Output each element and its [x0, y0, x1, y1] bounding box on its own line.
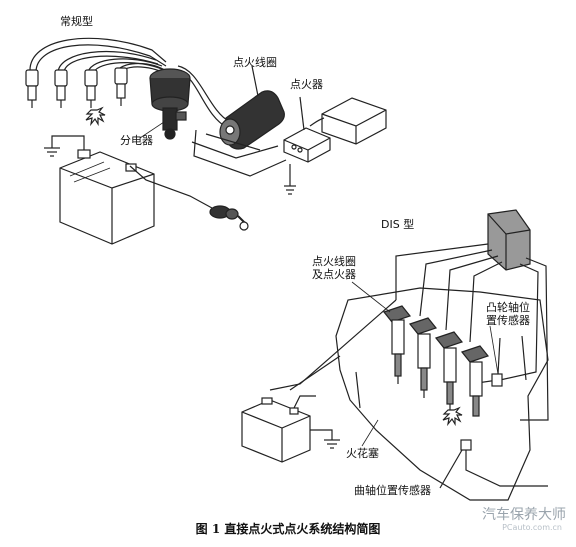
spark-burst-icon — [85, 106, 106, 127]
label-ignition-coil: 点火线圈 — [233, 56, 277, 69]
spark-burst-icon — [442, 406, 463, 427]
label-distributor: 分电器 — [120, 134, 153, 147]
watermark: 汽车保养大师 — [482, 507, 566, 523]
label-spark-plug: 火花塞 — [346, 447, 379, 460]
wiring-conventional — [129, 129, 296, 209]
battery-conventional — [59, 149, 155, 245]
label-igniter: 点火器 — [290, 78, 323, 91]
label-coil-and-igniter: 点火线圈 及点火器 — [312, 255, 356, 281]
label-cam-sensor: 凸轮轴位 置传感器 — [486, 301, 530, 327]
ignition-coil-icon — [219, 65, 285, 150]
ecu-box-dis — [487, 209, 531, 271]
battery-dis — [241, 395, 340, 463]
wiring-dis — [269, 243, 549, 487]
label-crank-sensor: 曲轴位置传感器 — [354, 484, 431, 497]
igniter-module-icon — [283, 96, 331, 163]
ignition-key-icon — [209, 205, 249, 231]
coil-on-plug-units — [382, 305, 490, 417]
distributor-icon — [149, 68, 191, 140]
label-conventional: 常规型 — [60, 15, 93, 28]
spark-plugs-conventional — [25, 67, 128, 108]
label-dis: DIS 型 — [381, 218, 415, 231]
ht-leads — [29, 37, 231, 129]
watermark-sub: PCauto.com.cn — [502, 523, 562, 532]
ecu-box-conventional — [309, 97, 387, 145]
figure-caption: 图 1 直接点火式点火系统结构简图 — [195, 522, 381, 536]
cam-sensor-icon — [491, 337, 503, 387]
crank-sensor-icon — [439, 439, 472, 489]
engine-block-outline — [335, 287, 549, 501]
leader-lines — [139, 121, 499, 447]
ground-symbol-conventional — [44, 135, 85, 157]
